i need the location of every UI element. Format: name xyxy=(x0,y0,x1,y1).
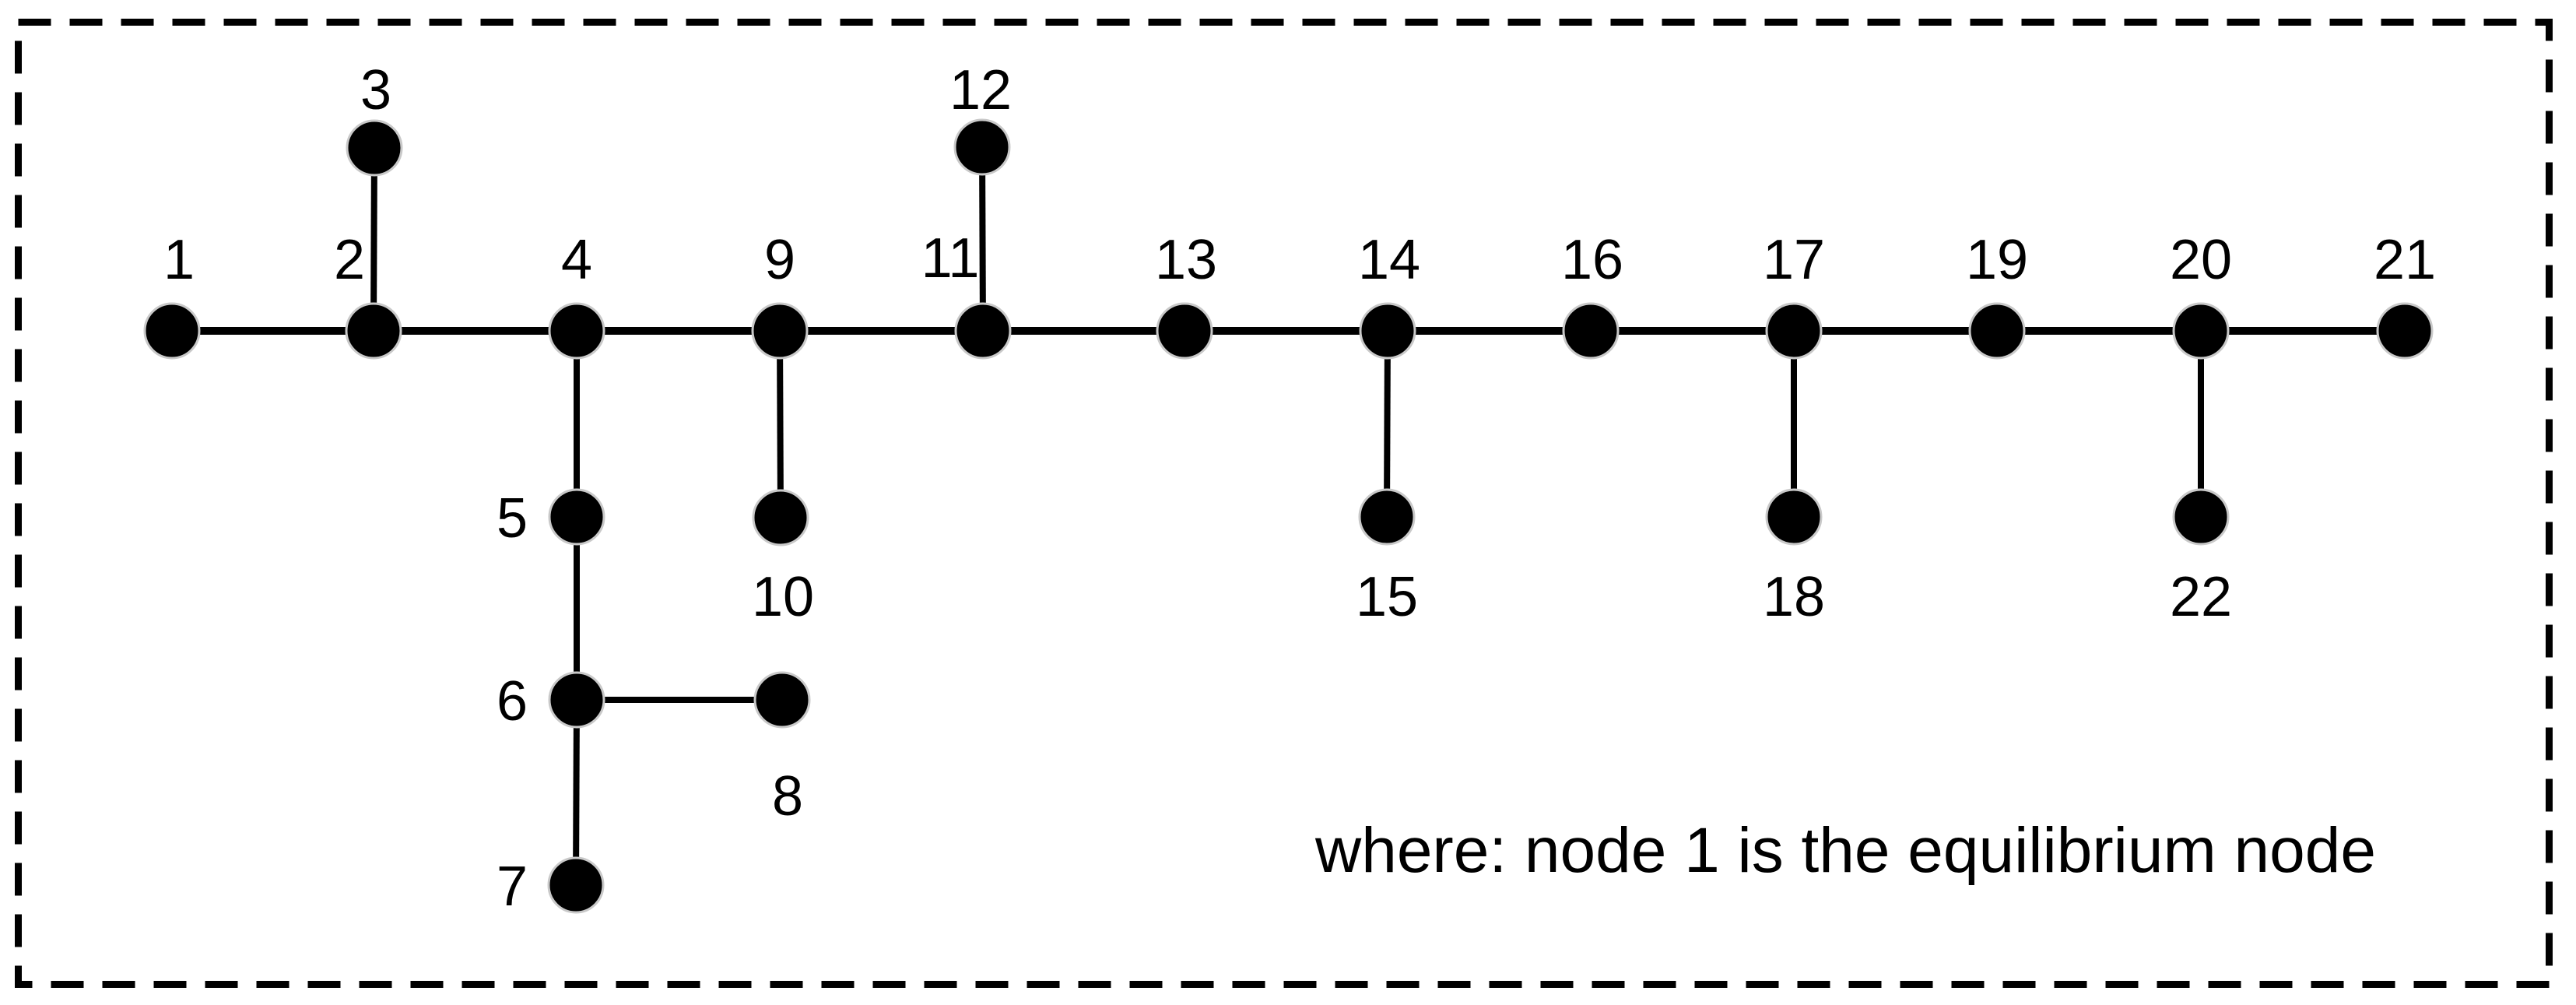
node-16 xyxy=(1562,302,1620,360)
node-label-3: 3 xyxy=(360,59,391,121)
node-label-16: 16 xyxy=(1561,229,1623,291)
node-label-17: 17 xyxy=(1763,229,1825,291)
node-10 xyxy=(752,489,809,546)
node-label-8: 8 xyxy=(772,765,803,828)
node-11 xyxy=(954,302,1012,360)
annotation-text: where: node 1 is the equilibrium node xyxy=(1314,815,2376,886)
node-20 xyxy=(2172,302,2230,360)
node-label-1: 1 xyxy=(163,229,195,291)
node-label-2: 2 xyxy=(334,229,365,291)
node-label-18: 18 xyxy=(1763,566,1825,628)
node-22 xyxy=(2172,488,2230,546)
node-label-12: 12 xyxy=(949,59,1012,121)
node-5 xyxy=(548,488,605,546)
node-label-22: 22 xyxy=(2170,566,2232,628)
nodes-layer xyxy=(143,118,2434,914)
node-label-7: 7 xyxy=(497,856,528,918)
node-1 xyxy=(143,302,201,360)
node-12 xyxy=(953,118,1011,176)
node-8 xyxy=(753,671,811,729)
node-label-15: 15 xyxy=(1356,566,1418,628)
node-label-13: 13 xyxy=(1155,229,1217,291)
node-6 xyxy=(548,671,605,729)
node-label-19: 19 xyxy=(1966,229,2028,291)
node-label-20: 20 xyxy=(2170,229,2232,291)
node-14 xyxy=(1359,302,1416,360)
node-label-11: 11 xyxy=(921,227,980,290)
node-13 xyxy=(1156,302,1213,360)
edge-6-7 xyxy=(573,699,580,886)
dashed-border xyxy=(15,19,2553,988)
node-18 xyxy=(1765,488,1823,546)
edge-9-10 xyxy=(777,330,784,518)
node-2 xyxy=(345,302,402,360)
node-label-4: 4 xyxy=(561,229,592,291)
node-label-14: 14 xyxy=(1358,229,1420,291)
node-label-5: 5 xyxy=(497,487,528,550)
node-label-9: 9 xyxy=(764,229,795,291)
node-15 xyxy=(1358,488,1416,546)
node-9 xyxy=(751,302,809,360)
node-label-10: 10 xyxy=(752,566,814,628)
edge-11-12 xyxy=(979,146,986,332)
node-3 xyxy=(346,119,403,177)
node-7 xyxy=(547,856,605,914)
node-21 xyxy=(2376,302,2434,360)
node-4 xyxy=(548,302,605,360)
node-17 xyxy=(1765,302,1823,360)
edges-layer xyxy=(172,146,2405,886)
node-label-6: 6 xyxy=(497,670,528,733)
node-19 xyxy=(1968,302,2026,360)
node-label-21: 21 xyxy=(2374,229,2436,291)
edge-14-15 xyxy=(1384,330,1391,518)
